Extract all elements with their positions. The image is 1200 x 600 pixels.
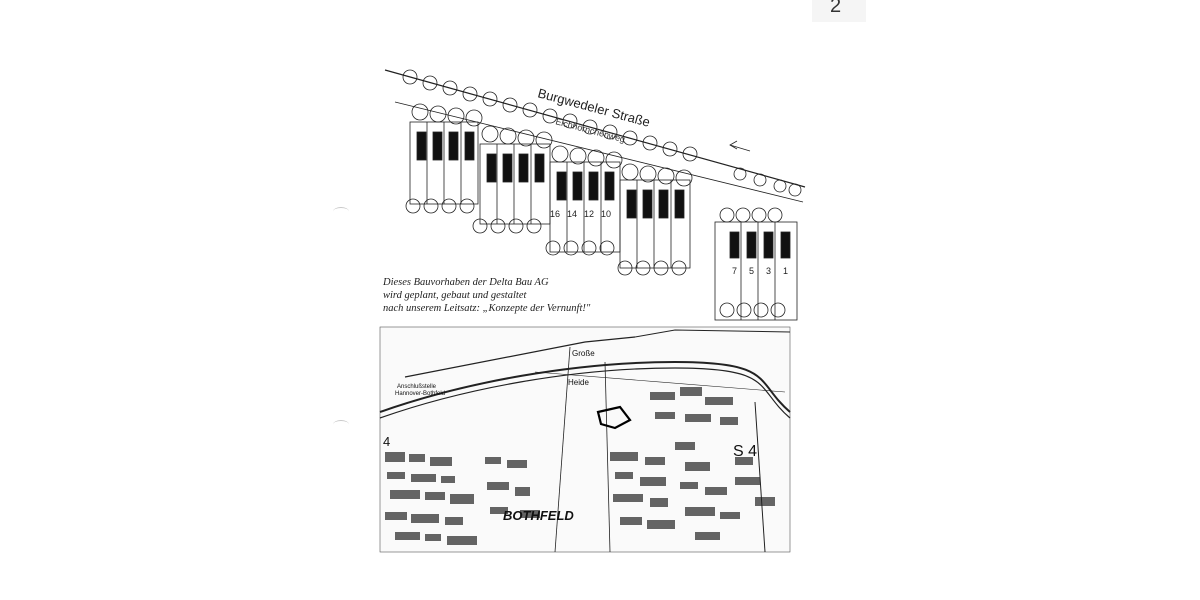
caption: Dieses Bauvorhaben der Delta Bau AG wird…	[383, 276, 683, 315]
street-trees	[402, 69, 802, 197]
building-blocks	[385, 387, 775, 545]
housing-block-4	[617, 179, 691, 276]
site-plan-and-map: Burgwedeler Straße Eichhörnchenweg 16 14…	[379, 69, 806, 553]
page-number: 2	[830, 0, 842, 17]
house-number: 5	[749, 266, 754, 276]
punch-hole-bottom	[333, 420, 349, 429]
district-label: BOTHFELD	[503, 508, 574, 523]
house-number: 1	[783, 266, 788, 276]
caption-line-1: Dieses Bauvorhaben der Delta Bau AG	[383, 277, 549, 288]
document-sheet: Burgwedeler Straße Eichhörnchenweg 16 14…	[375, 62, 815, 557]
junction-label-2: Hannover-Bothfeld	[395, 391, 445, 397]
caption-line-2: wird geplant, gebaut und gestaltet	[383, 290, 527, 301]
housing-block-5	[714, 221, 798, 321]
punch-hole-top	[333, 207, 349, 216]
road-label-große: Große	[572, 349, 595, 358]
location-map	[379, 326, 791, 553]
page-number-box	[812, 0, 866, 22]
highways	[379, 329, 791, 553]
house-number: 7	[732, 266, 737, 276]
site-plan	[384, 69, 806, 321]
caption-line-3: nach unserem Leitsatz: „Konzepte der Ver…	[383, 303, 591, 314]
house-number: 16	[550, 209, 560, 219]
housing-block-1	[405, 121, 479, 214]
house-number: 12	[584, 209, 594, 219]
house-number: 3	[766, 266, 771, 276]
housing-block-2	[472, 143, 551, 234]
row-a-numbers: 16 14 12 10	[550, 209, 611, 219]
route-label: S 4	[733, 443, 757, 460]
direction-arrow	[729, 140, 751, 152]
house-number: 14	[567, 209, 577, 219]
street-name: Burgwedeler Straße	[536, 85, 652, 129]
road-label-heide: Heide	[568, 378, 589, 387]
junction-label-1: Anschlußstelle	[397, 384, 437, 390]
house-number: 10	[601, 209, 611, 219]
row-b-numbers: 7 5 3 1	[732, 266, 788, 276]
map-edge-number: 4	[383, 434, 390, 449]
site-marker	[596, 405, 632, 430]
